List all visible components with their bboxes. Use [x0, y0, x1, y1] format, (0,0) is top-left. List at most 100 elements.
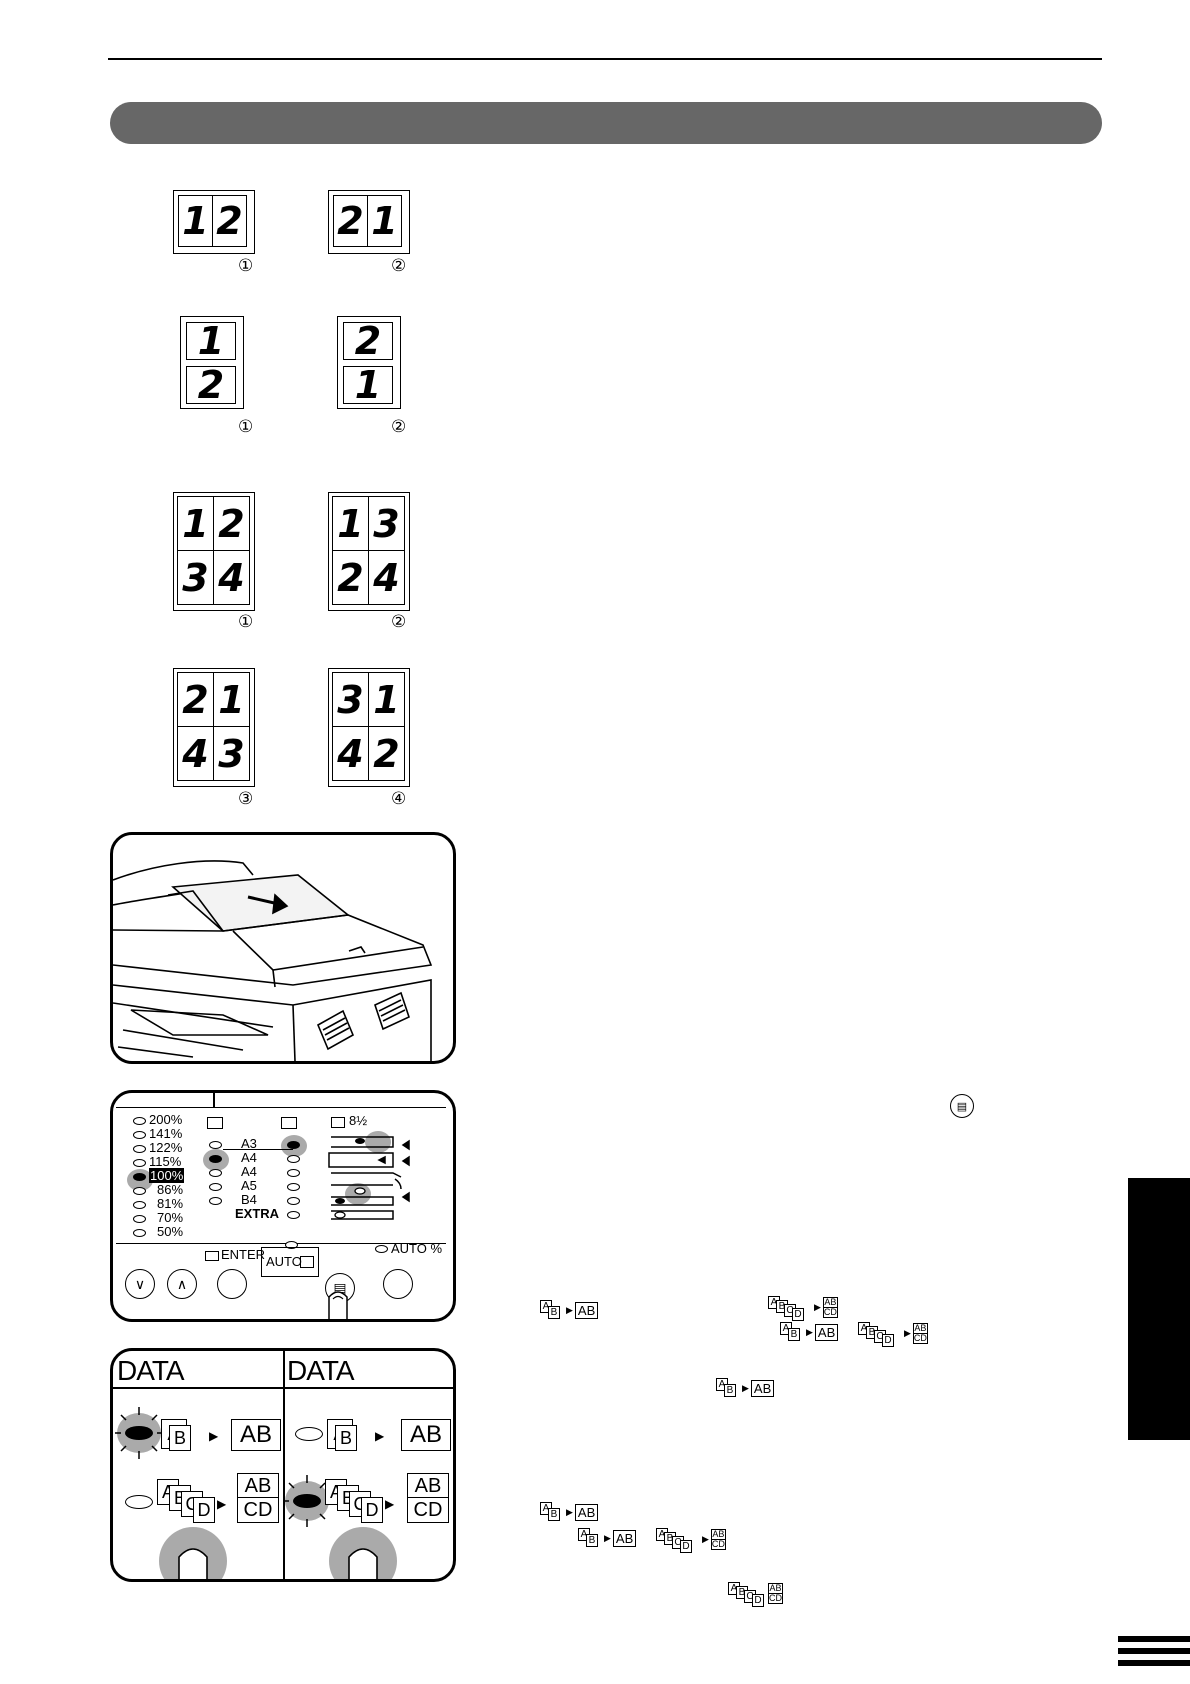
layout-cell: 1 [213, 672, 250, 727]
four-in-one-result-bottom: CD [407, 1497, 449, 1523]
ratio-indicator-selected [133, 1173, 146, 1181]
arrow-icon: ▶ [209, 1429, 219, 1443]
enter-button[interactable] [217, 1269, 247, 1299]
original-size-indicator [209, 1169, 222, 1177]
finger-icon [159, 1527, 227, 1579]
auto-percent-label: AUTO % [391, 1241, 443, 1256]
layout-cell: 1 [186, 322, 236, 360]
layout-cell: 2 [177, 672, 214, 727]
data-title-left: DATA [117, 1355, 185, 1386]
layout-marker: ③ [238, 789, 254, 809]
finger-icon [329, 1527, 397, 1579]
layout-marker: ④ [391, 789, 407, 809]
two-in-one-inline-result: AB [814, 1323, 839, 1341]
ratio-indicator [133, 1145, 146, 1153]
feeder-drawing [113, 860, 433, 1061]
two-in-one-inline-result: AB [612, 1529, 637, 1547]
blink-rays-icon [115, 1407, 163, 1459]
two-in-one-inline-result: AB [574, 1503, 599, 1521]
auto-paper-button[interactable]: AUTO [261, 1247, 319, 1277]
layout-cell: 1 [177, 496, 214, 551]
page-end-bar [1118, 1660, 1190, 1666]
paper-size-indicator [287, 1169, 300, 1177]
layout-cell: 1 [343, 366, 393, 404]
two-in-one-original-icon: B [335, 1425, 357, 1451]
original-size-icon [205, 1251, 219, 1261]
document-feeder-illustration [110, 832, 456, 1064]
ratio-label: 200% [149, 1112, 183, 1127]
layout-cell: 2 [368, 726, 405, 781]
enter-label: ENTER [221, 1247, 266, 1262]
four-in-one-inline-top: AB [914, 1322, 927, 1333]
page-end-bar [1118, 1636, 1190, 1642]
control-panel-illustration: 200% 141% 122% 115% 100% 86% 81% 70% 50%… [110, 1090, 456, 1322]
paper-size-indicator [287, 1211, 300, 1219]
layout-cell: 2 [213, 496, 250, 551]
ratio-indicator [133, 1117, 146, 1125]
ratio-indicator [133, 1229, 146, 1237]
four-in-one-inline-top: AB [769, 1582, 782, 1593]
ratio-down-button[interactable]: ∨ [125, 1269, 155, 1299]
ratio-up-button[interactable]: ∧ [167, 1269, 197, 1299]
four-in-one-indicator [125, 1495, 153, 1509]
four-in-one-indicator-lit [293, 1494, 321, 1508]
ratio-label: 115% [149, 1154, 182, 1169]
layout-cell: 3 [332, 672, 369, 727]
layout-cell: 1 [368, 672, 405, 727]
display-divider [213, 1093, 215, 1107]
two-in-one-indicator-lit [125, 1426, 153, 1440]
layout-marker: ② [391, 256, 407, 276]
four-in-one-result-top: AB [407, 1473, 449, 1499]
layout-2up-h-1: 1 2 [173, 190, 255, 254]
data-title-rule [113, 1387, 453, 1389]
layout-cell: 4 [177, 726, 214, 781]
ratio-indicator [133, 1201, 146, 1209]
layout-2up-v-1: 1 2 [180, 316, 244, 409]
top-rule [108, 58, 1102, 60]
layout-cell: 4 [332, 726, 369, 781]
layout-cell: 3 [213, 726, 250, 781]
original-size-indicator [209, 1197, 222, 1205]
paper-size-label: A4 [241, 1150, 257, 1165]
paper-size-label: EXTRA [235, 1206, 280, 1221]
section-header-bar [110, 102, 1102, 144]
auto-label: AUTO [266, 1254, 302, 1269]
image-edit-key-icon: ▤ [950, 1094, 974, 1118]
layout-marker: ① [238, 417, 254, 437]
four-in-one-original-icon: D [361, 1497, 383, 1523]
auto-paper-icon [300, 1256, 314, 1268]
ratio-label-selected: 100% [149, 1168, 185, 1183]
original-size-indicator [209, 1183, 222, 1191]
two-in-one-result-icon: AB [231, 1419, 281, 1451]
four-in-one-result-top: AB [237, 1473, 279, 1499]
ratio-label: 50% [157, 1224, 184, 1239]
paper-size-label: A3 [241, 1136, 257, 1151]
arrow-icon: ▶ [375, 1429, 385, 1443]
four-in-one-inline-bottom: CD [711, 1538, 725, 1549]
ratio-label: 86% [157, 1182, 184, 1197]
ratio-label: 81% [157, 1196, 184, 1211]
two-in-one-inline-result: AB [750, 1379, 775, 1397]
two-in-one-result-icon: AB [401, 1419, 451, 1451]
layout-cell: 4 [213, 550, 250, 605]
four-in-one-inline-top: AB [712, 1528, 725, 1539]
auto-ratio-button[interactable] [383, 1269, 413, 1299]
layout-marker: ② [391, 612, 407, 632]
paper-size-label: A4 [241, 1164, 257, 1179]
four-in-one-inline-bottom: CD [823, 1306, 837, 1317]
ratio-indicator [133, 1215, 146, 1223]
layout-cell: 3 [368, 496, 405, 551]
data-indicator-illustration: DATA A B ▶ AB A B C D ▶ AB CD DATA A B ▶… [110, 1348, 456, 1582]
layout-marker: ② [391, 417, 407, 437]
layout-4up-4: 3 1 4 2 [328, 668, 410, 787]
